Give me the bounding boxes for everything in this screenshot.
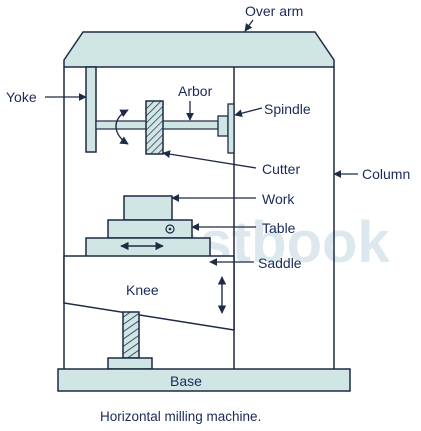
knee: [63, 255, 235, 331]
work-piece: [123, 195, 173, 221]
knee-label: Knee: [126, 282, 159, 298]
work-label: Work: [262, 191, 295, 207]
spindle-label: Spindle: [264, 101, 311, 117]
screw-nut: [107, 357, 153, 370]
cutter-leader: [162, 150, 257, 169]
spindle-flange: [227, 103, 235, 154]
figure-caption: Horizontal milling machine.: [100, 409, 261, 424]
over-arm-leader: [244, 19, 254, 32]
yoke-label: Yoke: [6, 89, 37, 105]
base: [57, 368, 351, 392]
column-label: Column: [362, 166, 410, 182]
table: [107, 219, 193, 239]
spindle-leader: [234, 107, 263, 118]
cutter-label: Cutter: [262, 161, 300, 177]
spindle-hub: [217, 115, 229, 137]
table-feed-symbol: [165, 224, 175, 234]
arbor-label: Arbor: [178, 83, 213, 99]
saddle-label: Saddle: [258, 255, 302, 271]
cutter: [145, 100, 164, 155]
yoke: [85, 66, 97, 153]
base-label: Base: [170, 373, 202, 389]
over-arm: [63, 31, 335, 68]
rotation-arrow: [115, 109, 129, 145]
table-label: Table: [262, 220, 296, 236]
over-arm-label: Over arm: [245, 3, 303, 19]
elevating-screw: [122, 311, 140, 359]
